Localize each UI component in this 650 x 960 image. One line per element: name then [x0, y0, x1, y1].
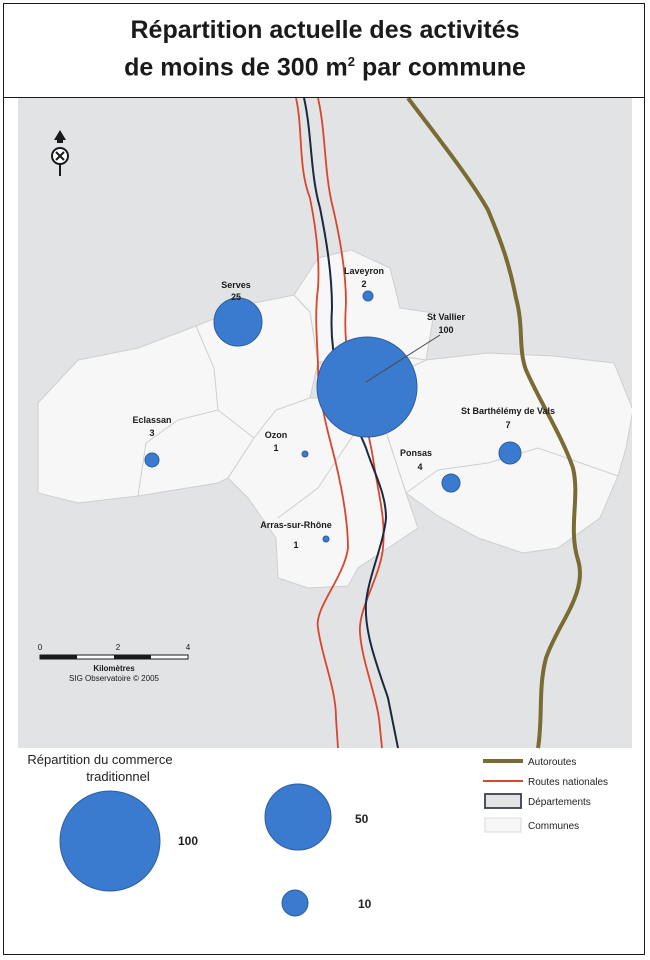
map-title: Répartition actuelle des activités de mo… [0, 14, 650, 83]
st-vallier-leader [365, 334, 441, 383]
scale-tick-2: 2 [116, 643, 121, 652]
legend-value-100: 100 [178, 834, 198, 848]
map-figure: Serves 25 Laveyron 2 St Vallier 100 Ecla… [18, 98, 632, 917]
circle-laveyron [362, 290, 374, 302]
label-ponsas-name: Ponsas [400, 448, 432, 458]
legend-swatch-commune [484, 817, 522, 833]
north-arrow [51, 130, 69, 176]
north-arrow-mark [55, 151, 65, 161]
proportional-circles [144, 290, 522, 543]
label-serves-name: Serves [221, 280, 251, 290]
label-laveyron-name: Laveyron [344, 266, 384, 276]
title-line-1: Répartition actuelle des activités [130, 16, 520, 44]
legend-circles: Répartition du commerce traditionnel 100… [27, 752, 372, 917]
scale-tick-4: 4 [186, 643, 191, 652]
legend-label-national-road: Routes nationales [528, 777, 608, 788]
label-ozon-name: Ozon [265, 430, 288, 440]
label-arras-name: Arras-sur-Rhône [260, 520, 332, 530]
label-serves-value: 25 [231, 292, 241, 302]
title-divider [3, 97, 645, 98]
scale-unit: Kilomètres [93, 664, 135, 673]
title-line-2-prefix: de moins de 300 m [124, 53, 348, 82]
legend-title-line-1: Répartition du commerce [27, 752, 172, 767]
label-ponsas-value: 4 [417, 462, 422, 472]
circle-ponsas [441, 473, 461, 493]
north-arrow-stem [57, 136, 63, 143]
label-laveyron-value: 2 [361, 279, 366, 289]
scale-bar: 0 2 4 Kilomètres SIG Observatoire © 2005 [38, 643, 191, 683]
motorway-line [406, 98, 582, 749]
legend-lines: Autoroutes Routes nationales Département… [483, 757, 608, 833]
scale-bar-segment-1 [40, 655, 77, 659]
scale-bar-segment-2 [114, 655, 151, 659]
label-eclassan-value: 3 [149, 428, 154, 438]
legend-circle-50 [264, 783, 332, 851]
legend-title-line-2: traditionnel [86, 769, 150, 784]
circle-ozon [301, 450, 309, 458]
north-arrow-tail [59, 164, 61, 176]
circle-st-vallier [316, 336, 418, 438]
scale-credit: SIG Observatoire © 2005 [69, 674, 159, 683]
legend-value-50: 50 [355, 812, 369, 826]
legend-label-motorway: Autoroutes [528, 757, 576, 768]
label-st-vallier-name: St Vallier [427, 312, 466, 322]
commune-labels: Serves 25 Laveyron 2 St Vallier 100 Ecla… [132, 266, 555, 550]
commune-boundaries [137, 325, 619, 519]
circle-arras [322, 535, 330, 543]
label-arras-value: 1 [293, 540, 298, 550]
title-line-2: de moins de 300 m2 par commune [0, 46, 650, 83]
scale-tick-0: 0 [38, 643, 43, 652]
label-ozon-value: 1 [273, 443, 278, 453]
circle-serves [213, 297, 263, 347]
label-st-barthelemy-value: 7 [505, 420, 510, 430]
legend-label-department: Départements [528, 797, 591, 808]
label-st-vallier-value: 100 [438, 325, 453, 335]
label-st-barthelemy-name: St Barthélémy de Vals [461, 406, 555, 416]
legend-swatch-department [484, 793, 522, 809]
circle-st-barthelemy [498, 441, 522, 465]
legend-value-10: 10 [358, 897, 372, 911]
title-line-2-suffix: par commune [355, 53, 526, 82]
legend-circle-10 [281, 889, 309, 917]
title-line-2-sup: 2 [347, 54, 356, 69]
legend-circle-100 [59, 790, 161, 892]
commune-area-north [293, 249, 435, 363]
label-eclassan-name: Eclassan [132, 415, 171, 425]
circle-eclassan [144, 452, 160, 468]
legend-label-commune: Communes [528, 821, 579, 832]
